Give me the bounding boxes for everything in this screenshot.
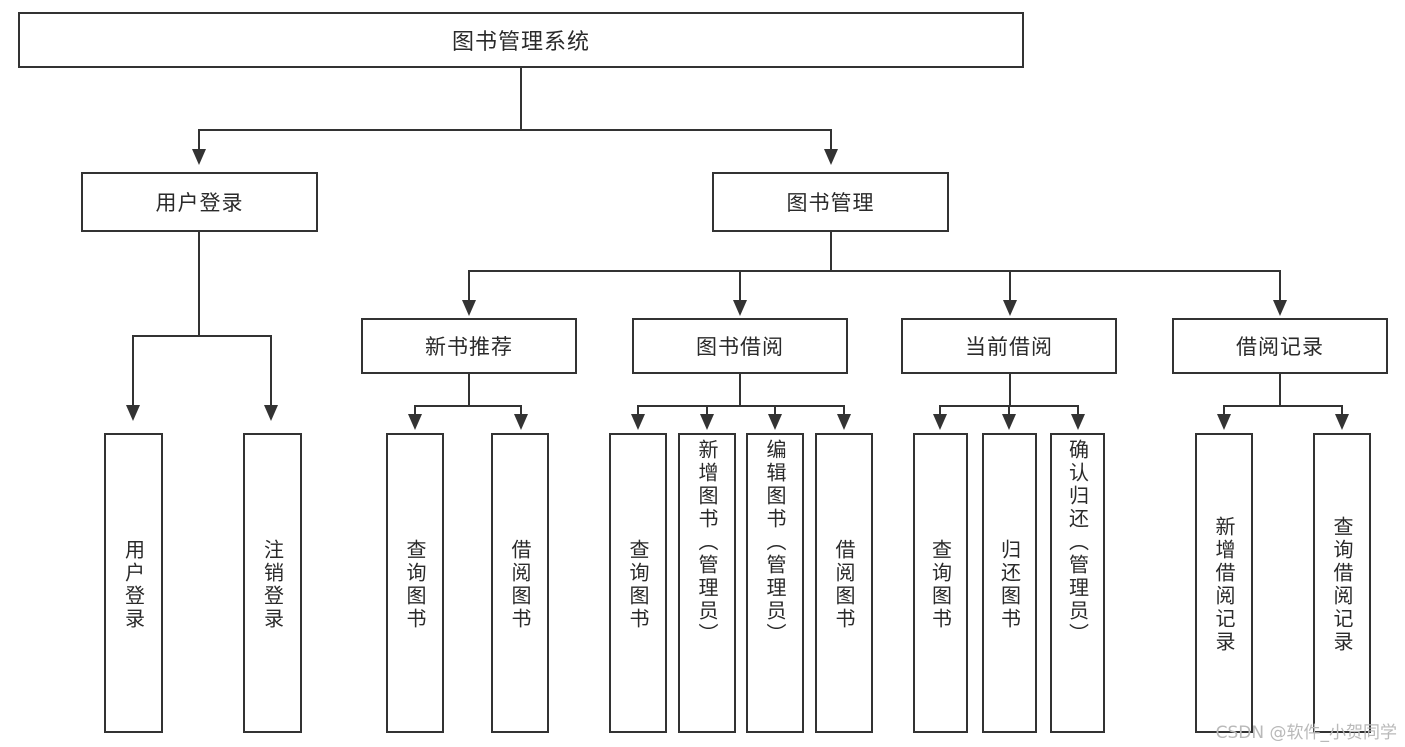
connector-root-stem (520, 68, 522, 130)
node-user-login[interactable]: 用户登录 (81, 172, 318, 232)
leaf-label: 用户登录 (121, 539, 146, 631)
arrow-to-leaf-borrow-book-nb (514, 414, 528, 430)
connector-level3-drop-3 (1009, 270, 1011, 302)
connector-bb-drop-2 (706, 405, 708, 417)
leaf-query-book-new-book[interactable]: 查询图书 (386, 433, 444, 733)
connector-bb-drop-3 (774, 405, 776, 417)
arrow-to-leaf-query-record (1335, 414, 1349, 430)
connector-new-book-bar (414, 405, 522, 407)
leaf-user-login[interactable]: 用户登录 (104, 433, 163, 733)
connector-user-login-bar (132, 335, 272, 337)
connector-user-login-stem (198, 232, 200, 336)
arrow-to-borrow-record (1273, 300, 1287, 316)
node-label: 用户登录 (155, 191, 244, 215)
connector-level3-drop-4 (1279, 270, 1281, 302)
leaf-confirm-return-admin[interactable]: 确认归还（管理员） (1050, 433, 1105, 733)
leaf-query-book-borrow[interactable]: 查询图书 (609, 433, 667, 733)
connector-book-borrow-stem (739, 374, 741, 406)
connector-new-book-drop-1 (414, 405, 416, 417)
connector-br-drop-1 (1223, 405, 1225, 417)
connector-cb-drop-1 (939, 405, 941, 417)
leaf-label: 归还图书 (997, 539, 1022, 631)
node-current-borrow[interactable]: 当前借阅 (901, 318, 1117, 374)
connector-bb-drop-1 (637, 405, 639, 417)
leaf-label: 编辑图书（管理员） (763, 439, 787, 646)
connector-cb-drop-3 (1077, 405, 1079, 417)
arrow-to-book-borrow (733, 300, 747, 316)
connector-borrow-record-stem (1279, 374, 1281, 406)
connector-new-book-drop-2 (520, 405, 522, 417)
connector-current-borrow-stem (1009, 374, 1011, 406)
leaf-label: 查询图书 (403, 539, 427, 631)
arrow-to-user-login (192, 149, 206, 165)
node-book-borrow[interactable]: 图书借阅 (632, 318, 848, 374)
leaf-add-borrow-record[interactable]: 新增借阅记录 (1195, 433, 1253, 733)
leaf-query-book-current[interactable]: 查询图书 (913, 433, 968, 733)
connector-cb-drop-2 (1008, 405, 1010, 417)
connector-bb-drop-4 (843, 405, 845, 417)
connector-root-drop-right (830, 129, 832, 151)
connector-root-bar (198, 129, 832, 131)
connector-new-book-stem (468, 374, 470, 406)
node-label: 当前借阅 (965, 335, 1053, 359)
arrow-to-leaf-query-book-bb (631, 414, 645, 430)
connector-level3-drop-2 (739, 270, 741, 302)
leaf-label: 查询图书 (626, 539, 650, 631)
connector-user-login-drop-2 (270, 335, 272, 407)
csdn-watermark: CSDN @软件_小贺同学 (1215, 723, 1397, 743)
arrow-to-leaf-add-record (1217, 414, 1231, 430)
node-root-book-management-system[interactable]: 图书管理系统 (18, 12, 1024, 68)
leaf-borrow-book-borrow[interactable]: 借阅图书 (815, 433, 873, 733)
connector-book-management-stem (830, 232, 832, 271)
node-label: 图书管理 (786, 191, 875, 215)
leaf-logout[interactable]: 注销登录 (243, 433, 302, 733)
node-label: 图书管理系统 (451, 30, 590, 55)
connector-br-drop-2 (1341, 405, 1343, 417)
leaf-label: 新增借阅记录 (1212, 516, 1236, 654)
arrow-to-leaf-add-book (700, 414, 714, 430)
arrow-to-leaf-query-book-cb (933, 414, 947, 430)
arrow-to-current-borrow (1003, 300, 1017, 316)
arrow-to-new-book-recommend (462, 300, 476, 316)
leaf-label: 借阅图书 (508, 539, 532, 631)
node-new-book-recommend[interactable]: 新书推荐 (361, 318, 577, 374)
node-borrow-record[interactable]: 借阅记录 (1172, 318, 1388, 374)
leaf-label: 确认归还（管理员） (1065, 439, 1090, 646)
arrow-to-book-management (824, 149, 838, 165)
connector-user-login-drop-1 (132, 335, 134, 407)
leaf-label: 借阅图书 (832, 539, 856, 631)
node-label: 图书借阅 (696, 335, 784, 359)
leaf-return-book[interactable]: 归还图书 (982, 433, 1037, 733)
node-label: 借阅记录 (1236, 335, 1324, 359)
arrow-to-leaf-confirm-return (1071, 414, 1085, 430)
arrow-to-leaf-return-book (1002, 414, 1016, 430)
arrow-to-leaf-query-book-nb (408, 414, 422, 430)
arrow-to-leaf-edit-book (768, 414, 782, 430)
connector-level3-drop-1 (468, 270, 470, 302)
leaf-edit-book-admin[interactable]: 编辑图书（管理员） (746, 433, 804, 733)
connector-borrow-record-bar (1223, 405, 1342, 407)
leaf-add-book-admin[interactable]: 新增图书（管理员） (678, 433, 736, 733)
leaf-borrow-book-new-book[interactable]: 借阅图书 (491, 433, 549, 733)
arrow-to-leaf-borrow-book-bb (837, 414, 851, 430)
node-book-management[interactable]: 图书管理 (712, 172, 949, 232)
connector-book-borrow-bar (637, 405, 845, 407)
leaf-query-borrow-record[interactable]: 查询借阅记录 (1313, 433, 1371, 733)
connector-root-drop-left (198, 129, 200, 151)
arrow-to-leaf-user-login (126, 405, 140, 421)
leaf-label: 查询借阅记录 (1330, 516, 1354, 654)
arrow-to-leaf-logout (264, 405, 278, 421)
leaf-label: 新增图书（管理员） (695, 439, 719, 646)
leaf-label: 注销登录 (260, 539, 285, 631)
leaf-label: 查询图书 (928, 539, 953, 631)
connector-level3-bar (468, 270, 1280, 272)
node-label: 新书推荐 (425, 335, 513, 359)
